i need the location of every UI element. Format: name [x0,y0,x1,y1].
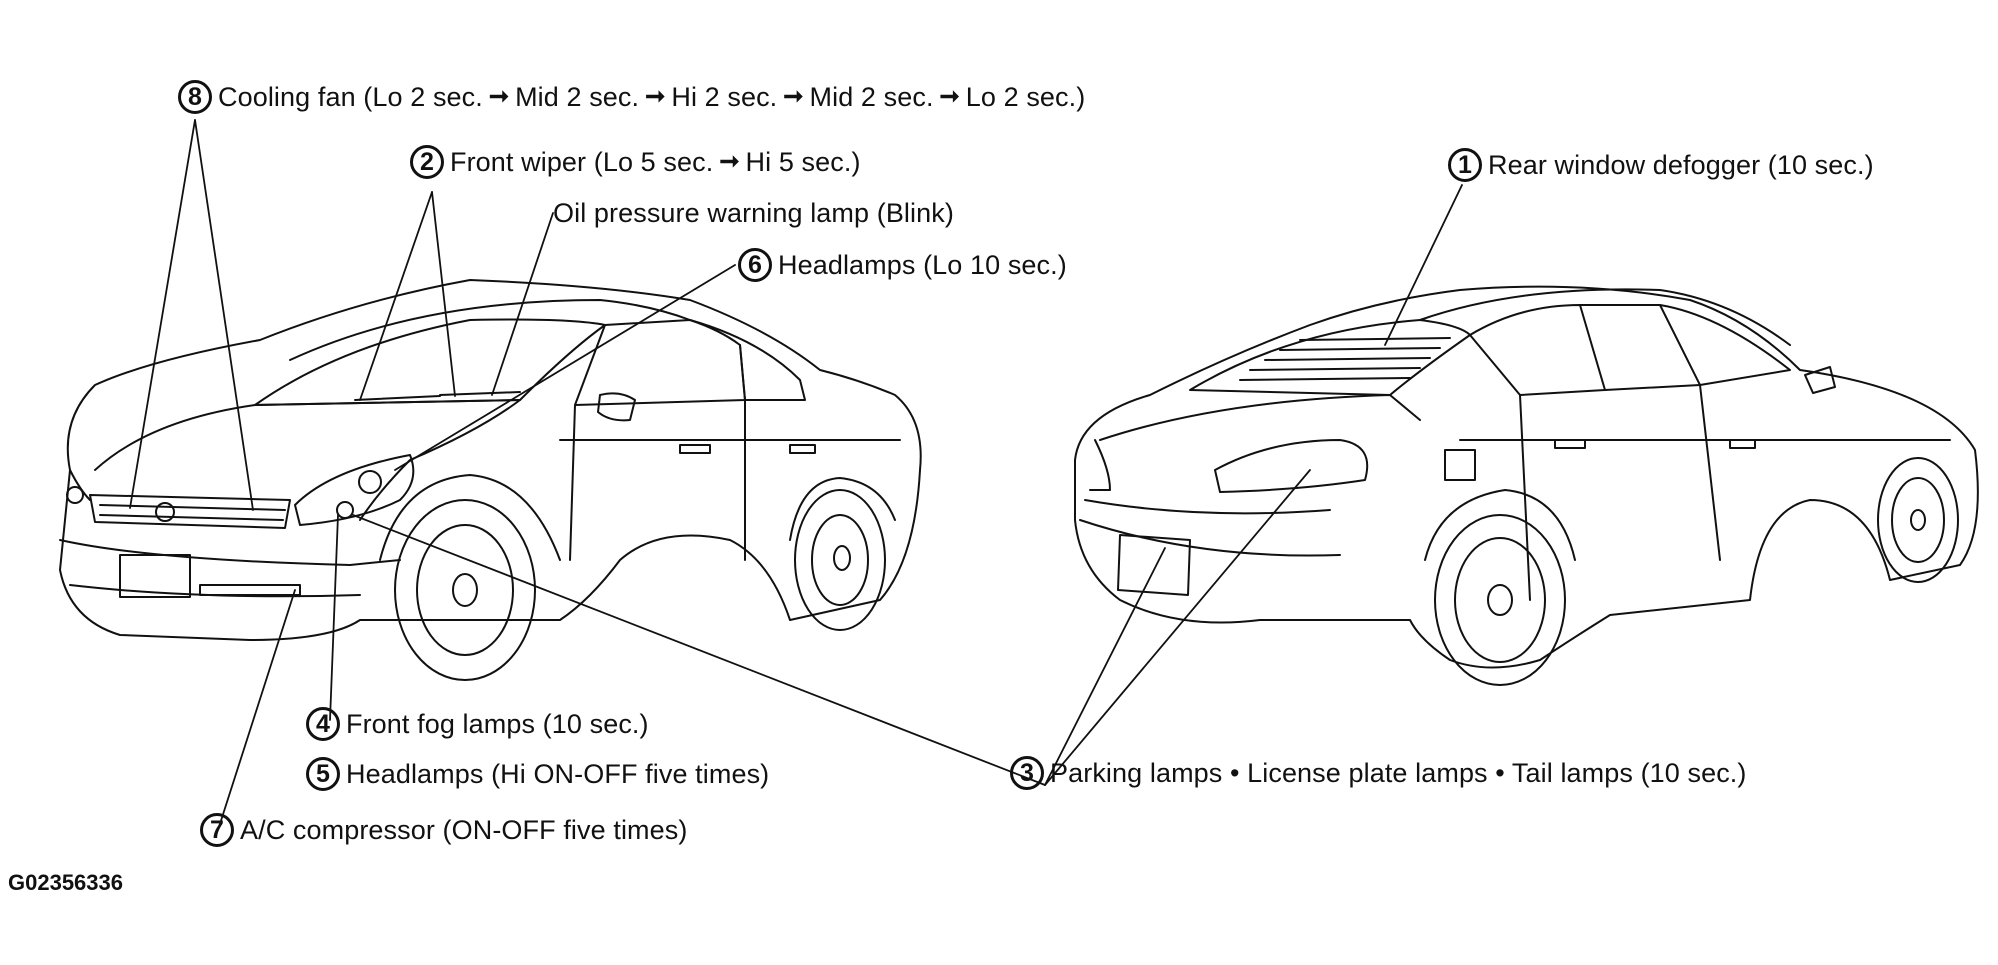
callout-7-ac-compressor: 7 A/C compressor (ON-OFF five times) [200,813,687,847]
callout-3-parking-tail-lamps: 3 Parking lamps • License plate lamps • … [1010,756,1747,790]
callout-4-front-fog-lamps: 4 Front fog lamps (10 sec.) [306,707,649,741]
callout-5-headlamps-hi: 5 Headlamps (Hi ON-OFF five times) [306,757,769,791]
arrow-icon: ➞ [783,83,804,110]
callout-number-5: 5 [306,757,340,791]
arrow-icon: ➞ [719,148,740,175]
headlamps-lo-text: Headlamps (Lo 10 sec.) [778,250,1067,280]
callout-number-6: 6 [738,248,772,282]
oil-pressure-lamp-text: Oil pressure warning lamp (Blink) [553,198,954,228]
headlamps-hi-text: Headlamps (Hi ON-OFF five times) [346,759,770,789]
callout-2-front-wiper: 2 Front wiper (Lo 5 sec. ➞ Hi 5 sec.) [410,145,861,179]
rear-defogger-text: Rear window defogger (10 sec.) [1488,150,1874,180]
front-wiper-step-2: Hi 5 sec.) [745,147,861,177]
arrow-icon: ➞ [645,83,666,110]
leader-lines [129,119,1463,831]
callout-1-rear-defogger: 1 Rear window defogger (10 sec.) [1448,148,1874,182]
front-fog-lamps-text: Front fog lamps (10 sec.) [346,709,649,739]
arrow-icon: ➞ [488,83,510,110]
callout-number-1: 1 [1448,148,1482,182]
cooling-fan-step-4: Mid 2 sec. [809,82,934,112]
callout-oil-pressure-lamp: Oil pressure warning lamp (Blink) [553,196,954,230]
callout-number-2: 2 [410,145,444,179]
arrow-icon: ➞ [939,83,960,110]
parking-tail-lamps-text: Parking lamps • License plate lamps • Ta… [1050,758,1747,788]
front-car-illustration [59,279,922,681]
callout-number-7: 7 [200,813,234,847]
cooling-fan-step-2: Mid 2 sec. [515,82,640,112]
cooling-fan-step-3: Hi 2 sec. [671,82,778,112]
front-wiper-step-1: Front wiper (Lo 5 sec. [450,147,714,177]
figure-id: G02356336 [8,870,123,895]
cooling-fan-step-5: Lo 2 sec.) [965,82,1086,112]
callout-8-cooling-fan: 8 Cooling fan (Lo 2 sec. ➞ Mid 2 sec. ➞ … [178,80,1085,114]
ac-compressor-text: A/C compressor (ON-OFF five times) [240,815,688,845]
callout-number-8: 8 [178,80,212,114]
rear-car-illustration [1074,285,1979,686]
callout-number-4: 4 [306,707,340,741]
callout-6-headlamps-lo: 6 Headlamps (Lo 10 sec.) [738,248,1067,282]
cooling-fan-step-1: Cooling fan (Lo 2 sec. [218,82,483,112]
callout-number-3: 3 [1010,756,1044,790]
